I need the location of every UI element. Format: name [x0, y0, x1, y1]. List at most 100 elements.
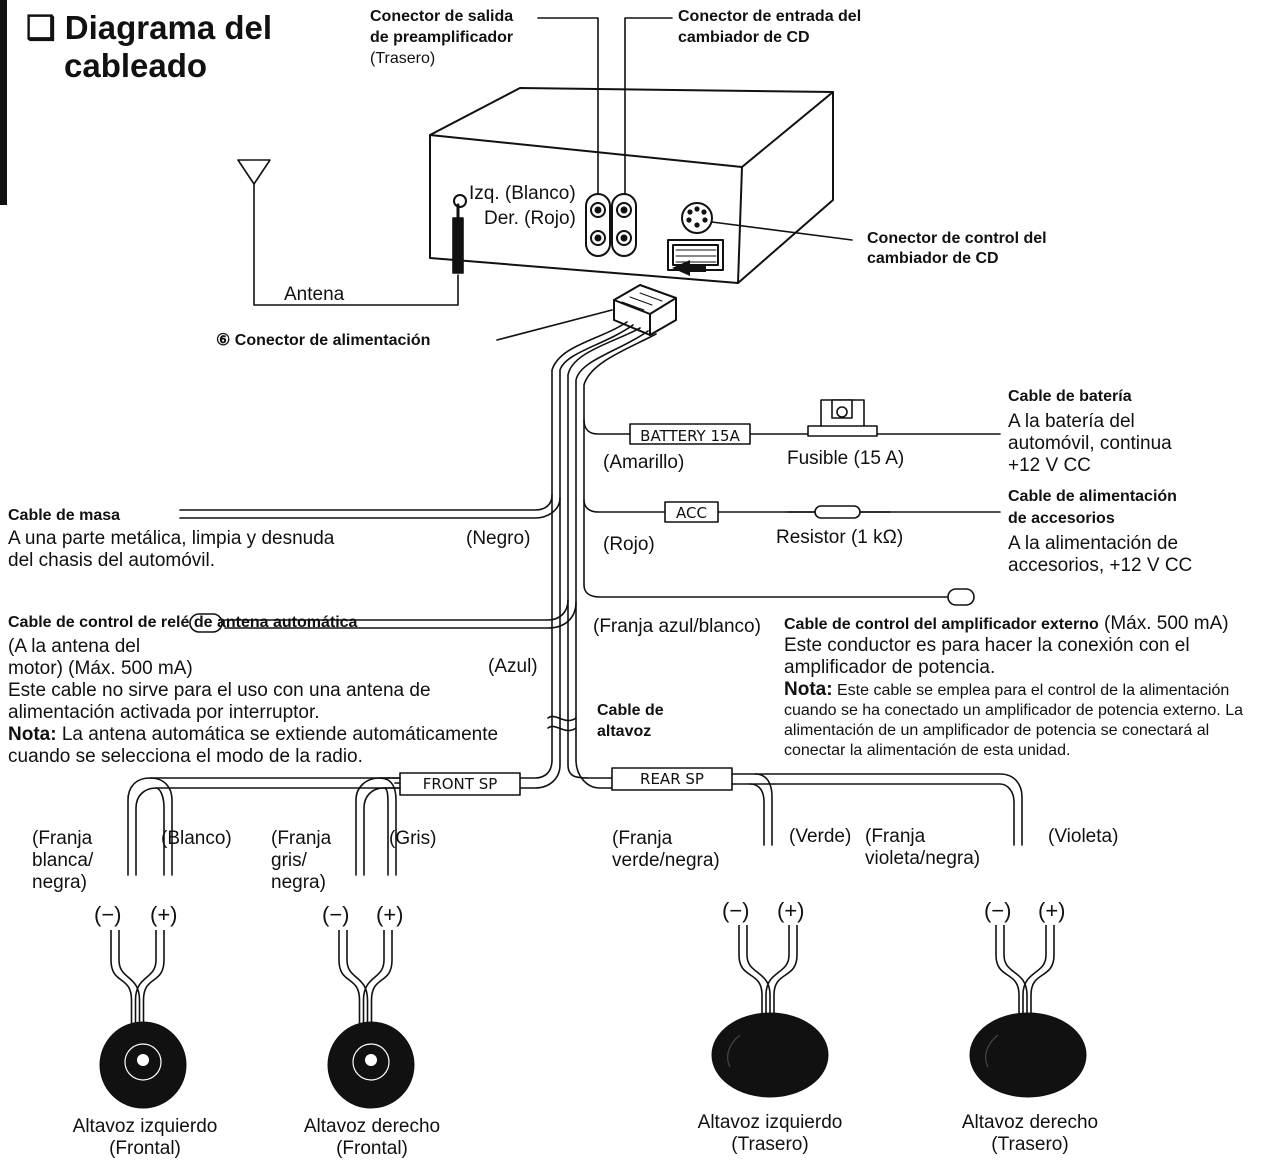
amp-wire-color: (Franja azul/blanco) — [593, 616, 761, 637]
relay-desc-1: (A la antena del — [8, 636, 141, 657]
amp-title: Cable de control del amplificador extern… — [784, 613, 1229, 634]
acc-wire — [664, 501, 891, 523]
amp-desc-2: amplificador de potencia. — [784, 657, 996, 678]
front-sp-tag: FRONT SP — [422, 775, 498, 793]
page-title: ❑ Diagrama del — [26, 10, 272, 46]
rl-neg-polarity: (−) — [722, 898, 750, 923]
rr-speaker-position: (Trasero) — [991, 1134, 1069, 1155]
fr-neg-lead — [338, 959, 369, 1001]
rl-speaker-body — [711, 1012, 829, 1098]
acc-title-2: de accesorios — [1008, 510, 1115, 527]
checkbox-icon: ❑ — [26, 9, 56, 46]
speaker-cable-line2: altavoz — [597, 723, 652, 740]
acc-title-1: Cable de alimentación — [1008, 488, 1177, 505]
rl-speaker-highlight — [727, 1034, 741, 1068]
acc-desc-2: accesorios, +12 V CC — [1008, 555, 1193, 576]
fr-pos-wire: (Gris) — [389, 828, 437, 849]
relay-cable-title: Cable de control de relé de antena autom… — [8, 614, 358, 631]
preamp-out-line1: Conector de salida — [370, 8, 514, 25]
rl-speaker-lead — [761, 995, 775, 1017]
front-branch — [127, 772, 521, 876]
battery-desc-3: +12 V CC — [1008, 455, 1091, 476]
rca-jack-group — [585, 193, 637, 257]
fr-speaker-lead — [358, 1000, 373, 1026]
title-line-1: Diagrama del — [64, 9, 273, 46]
fr-neg-wire-1: (Franja — [271, 828, 332, 849]
fr-speaker-name: Altavoz derecho — [303, 1116, 441, 1137]
fl-neg-wire-3: negra) — [32, 872, 87, 893]
head-unit — [429, 87, 834, 284]
relay-note-label: Nota: — [8, 724, 57, 745]
cd-control-line1: Conector de control del — [867, 230, 1047, 247]
rr-pos-lead — [1022, 954, 1055, 996]
rear-sp-tag: REAR SP — [640, 770, 704, 788]
rl-pos-lead — [765, 954, 798, 996]
amp-max: (Máx. 500 mA) — [1098, 613, 1229, 634]
relay-desc-2: motor) (Máx. 500 mA) — [8, 658, 193, 679]
fl-neg-wire-1: (Franja — [32, 828, 93, 849]
battery-tag: BATTERY 15A — [640, 427, 740, 445]
antenna-cable — [237, 159, 464, 306]
relay-desc-3: Este cable no sirve para el uso con una … — [8, 680, 431, 701]
rr-pos-wire: (Violeta) — [1048, 826, 1119, 847]
rr-speaker-body — [969, 1012, 1087, 1098]
relay-desc-4: alimentación activada por interruptor. — [8, 702, 320, 723]
fr-speaker-cap — [365, 1054, 377, 1066]
rl-pos-wire: (Verde) — [789, 826, 852, 847]
amp-note-1: Nota: Este cable se emplea para el contr… — [784, 679, 1230, 700]
amp-note-label: Nota: — [784, 679, 833, 700]
cd-control-line2: cambiador de CD — [867, 250, 999, 267]
power-connector-text: Conector de alimentación — [234, 332, 431, 349]
relay-desc-6: cuando se selecciona el modo de la radio… — [8, 746, 363, 767]
preamp-out-line3: (Trasero) — [370, 50, 436, 67]
relay-note: Nota: La antena automática se extiende a… — [8, 724, 498, 745]
amp-title-text: Cable de control del amplificador extern… — [784, 616, 1099, 633]
antenna-jack — [453, 194, 467, 208]
rr-neg-wire-1: (Franja — [865, 826, 926, 847]
amp-note-2: cuando se ha conectado un amplificador d… — [784, 702, 1243, 719]
fr-neg-terminal — [338, 930, 348, 960]
left-channel-label: Izq. (Blanco) — [469, 183, 576, 204]
speaker-cable-line1: Cable de — [597, 702, 664, 719]
ground-desc-2: del chasis del automóvil. — [8, 550, 215, 571]
amp-terminal — [947, 588, 975, 606]
fr-neg-polarity: (−) — [322, 902, 350, 927]
amp-note-4: conectar la alimentación de esta unidad. — [784, 742, 1071, 759]
din-connector — [681, 202, 713, 234]
wire-harness — [179, 321, 1001, 629]
relay-note-text: La antena automática se extiende automát… — [56, 724, 499, 745]
rr-neg-wire-2: violeta/negra) — [865, 848, 981, 869]
rr-pos-polarity: (+) — [1038, 898, 1066, 923]
acc-wire-color: (Rojo) — [603, 534, 655, 555]
amp-note-3: alimentación de un amplificador de poten… — [784, 722, 1210, 739]
cd-in-line2: cambiador de CD — [678, 29, 810, 46]
amp-note-text: Este cable se emplea para el control de … — [832, 682, 1230, 699]
fl-neg-wire-2: blanca/ — [32, 850, 94, 871]
fr-pos-lead — [362, 959, 393, 1001]
fr-pos-terminal — [383, 930, 393, 960]
rr-speaker-name: Altavoz derecho — [961, 1112, 1099, 1133]
acc-desc-1: A la alimentación de — [1008, 533, 1179, 554]
cd-in-line1: Conector de entrada del — [678, 8, 862, 25]
rl-speaker-position: (Trasero) — [731, 1134, 809, 1155]
rr-neg-terminal — [995, 925, 1005, 955]
rl-pos-polarity: (+) — [777, 898, 805, 923]
rr-neg-polarity: (−) — [984, 898, 1012, 923]
ground-desc-1: A una parte metálica, limpia y desnuda — [8, 528, 335, 549]
relay-terminal — [189, 613, 223, 633]
page-edge-bar — [0, 0, 7, 205]
rr-speaker-highlight — [985, 1034, 999, 1068]
fl-pos-polarity: (+) — [150, 902, 178, 927]
amp-desc-1: Este conductor es para hacer la conexión… — [784, 635, 1190, 656]
rl-pos-terminal — [788, 925, 798, 955]
rear-branch — [611, 767, 1023, 846]
rr-speaker-lead — [1018, 995, 1032, 1017]
fl-speaker-position: (Frontal) — [109, 1138, 181, 1159]
power-plug — [613, 284, 677, 336]
insert-arrow — [672, 260, 706, 276]
fl-pos-terminal — [155, 930, 165, 960]
rl-neg-lead — [738, 954, 771, 996]
right-channel-label: Der. (Rojo) — [484, 208, 576, 229]
